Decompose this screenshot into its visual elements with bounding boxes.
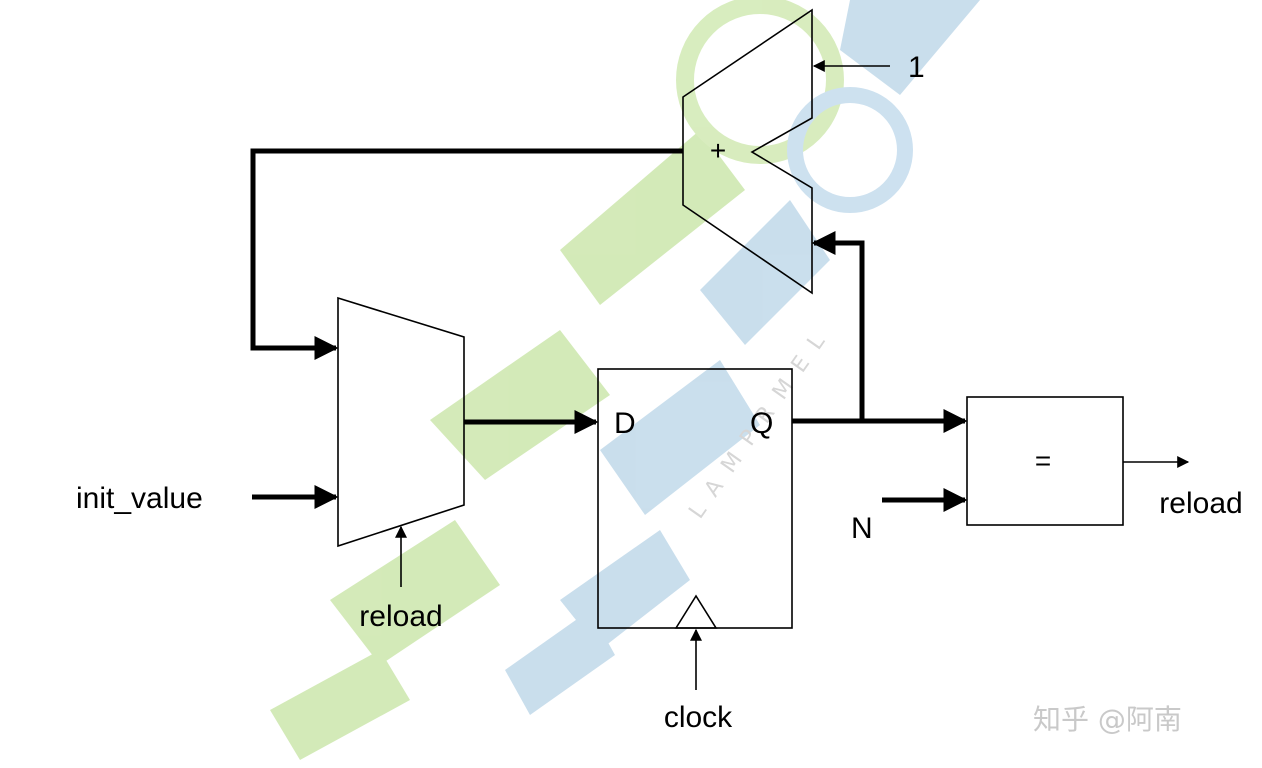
adder-plus-label: + bbox=[710, 135, 726, 166]
comparator-box bbox=[966, 396, 1124, 526]
init-value-label: init_value bbox=[76, 482, 203, 515]
feedback-wire bbox=[250, 148, 683, 360]
mux-shape bbox=[337, 296, 465, 548]
watermark-logo bbox=[270, 0, 980, 760]
zhihu-watermark: 知乎 @阿南 bbox=[1033, 703, 1182, 736]
reload-select-label: reload bbox=[359, 600, 442, 633]
clock-label: clock bbox=[664, 701, 733, 734]
reload-output-label: reload bbox=[1159, 487, 1242, 520]
adder-shape bbox=[682, 8, 813, 295]
comparator-equals-label: = bbox=[1035, 445, 1051, 476]
register-q-label: Q bbox=[750, 407, 773, 440]
n-label: N bbox=[851, 512, 873, 545]
constant-one-label: 1 bbox=[908, 51, 925, 84]
q-to-adder-wire bbox=[811, 231, 865, 421]
register-d-label: D bbox=[614, 407, 636, 440]
clock-triangle bbox=[674, 594, 718, 629]
